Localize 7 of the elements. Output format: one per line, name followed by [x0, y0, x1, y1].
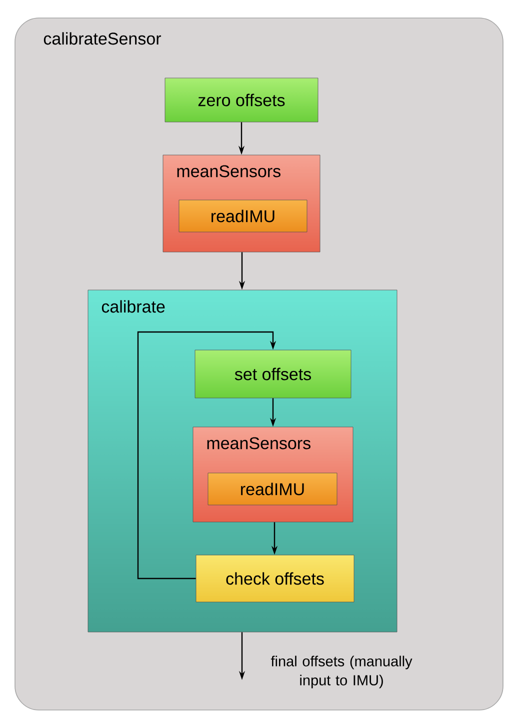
arrow — [137, 331, 276, 580]
process-box: zero offsets — [164, 78, 318, 122]
process-box: readIMU — [208, 472, 338, 506]
edge-label: final offsets (manually input to IMU) — [270, 656, 412, 688]
process-box: readIMU — [178, 200, 308, 232]
process-box: set offsets — [194, 350, 352, 398]
process-box: check offsets — [196, 554, 354, 602]
